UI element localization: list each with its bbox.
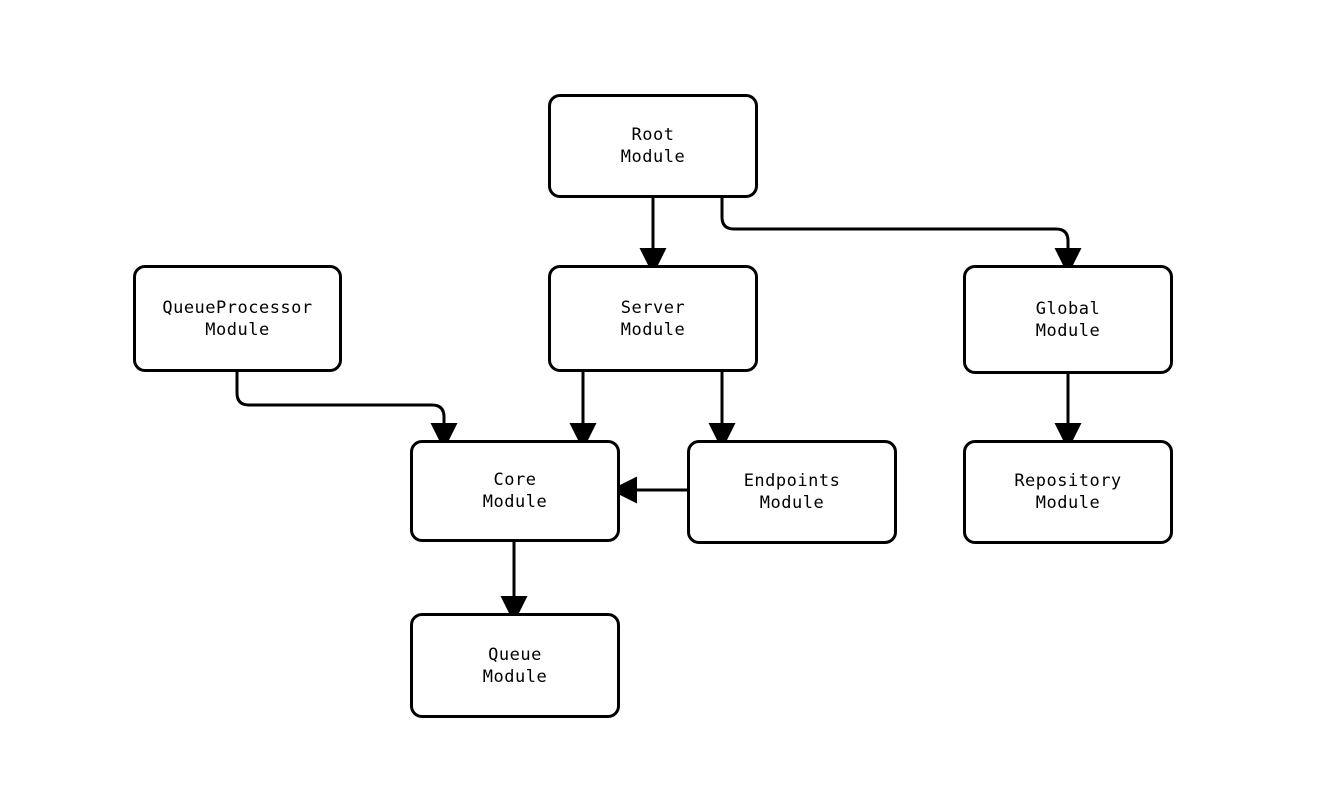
edge-queueprocessor-to-core (235, 372, 458, 450)
node-label-suffix: Module (620, 319, 686, 340)
node-label-name: Repository (1014, 471, 1122, 491)
node-label-suffix: Module (1035, 320, 1101, 341)
node-label-name: Queue (488, 644, 542, 665)
node-label-name: Root (631, 125, 675, 145)
node-label-name: Server (620, 297, 686, 318)
node-label-suffix: Module (205, 319, 270, 340)
node-label-name: Global (1035, 298, 1101, 319)
node-label-suffix: Module (482, 492, 548, 512)
edge-paths (235, 198, 1082, 623)
node-label-suffix: Module (1035, 493, 1101, 513)
node-label-suffix: Module (759, 493, 825, 513)
node-label-name: Core (493, 470, 537, 490)
node-label-name: Endpoints (743, 471, 841, 491)
node-label-name: QueueProcessor (162, 297, 313, 318)
node-label-suffix: Module (620, 147, 686, 167)
node-label-suffix: Module (482, 666, 548, 687)
edge-root-to-global (720, 198, 1082, 275)
